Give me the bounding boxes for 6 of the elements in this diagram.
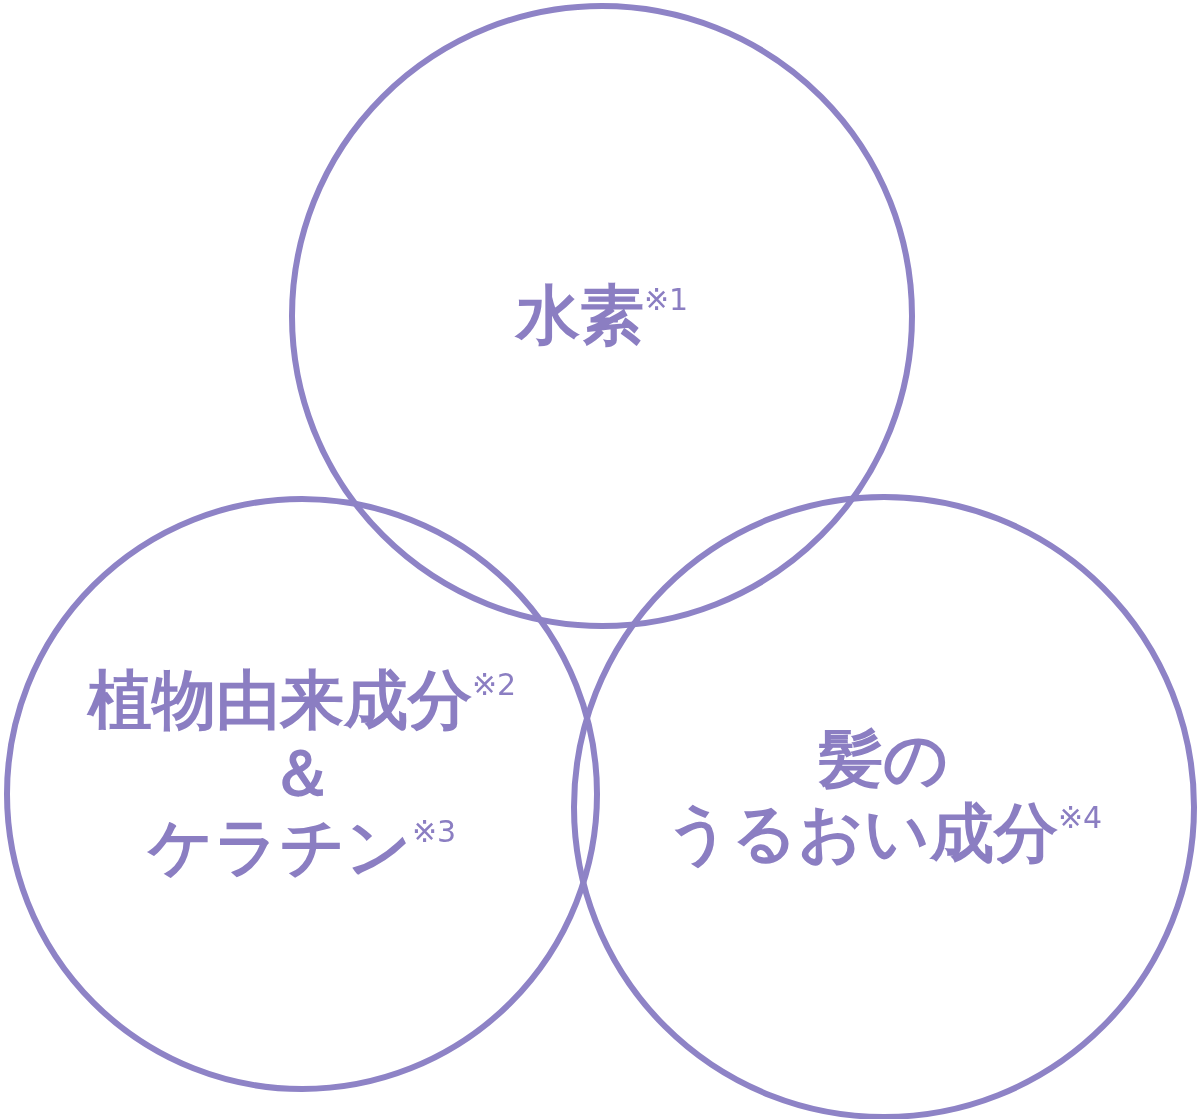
circle-label: ケラチン$^{※3}$ [147,810,457,885]
circle-label: 植物由来成分$^{※2}$ [87,663,517,738]
circle-label: ＆ [270,737,334,811]
circle-label: 水素$^{※1}$ [515,279,689,353]
circle-label: 髪の [819,723,949,797]
circle-label: うるおい成分$^{※4}$ [665,797,1103,871]
